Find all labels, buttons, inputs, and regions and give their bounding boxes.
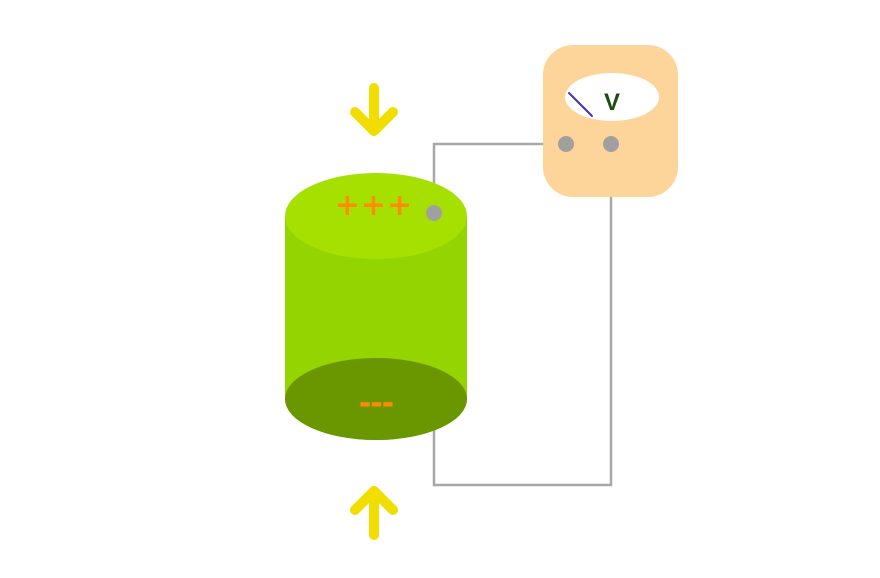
voltmeter-terminal-right: [603, 136, 619, 152]
cylinder-terminal: [426, 205, 442, 221]
voltmeter-case: [543, 45, 678, 197]
cylinder-bottom-face: [285, 358, 467, 440]
arrow-up-icon: [350, 486, 398, 540]
cylinder-top-face: [285, 173, 467, 259]
voltmeter: V: [543, 45, 678, 197]
voltmeter-label: V: [604, 89, 620, 116]
bottom-charge-label: ---: [359, 386, 393, 421]
cylinder: [285, 173, 467, 440]
voltmeter-terminal-left: [558, 136, 574, 152]
voltmeter-dial: [565, 73, 659, 121]
arrow-down-icon: [350, 83, 398, 136]
needle-icon: [568, 92, 593, 117]
wire-bottom-to-meter: [432, 144, 613, 487]
top-charge-label: +++: [335, 188, 413, 223]
